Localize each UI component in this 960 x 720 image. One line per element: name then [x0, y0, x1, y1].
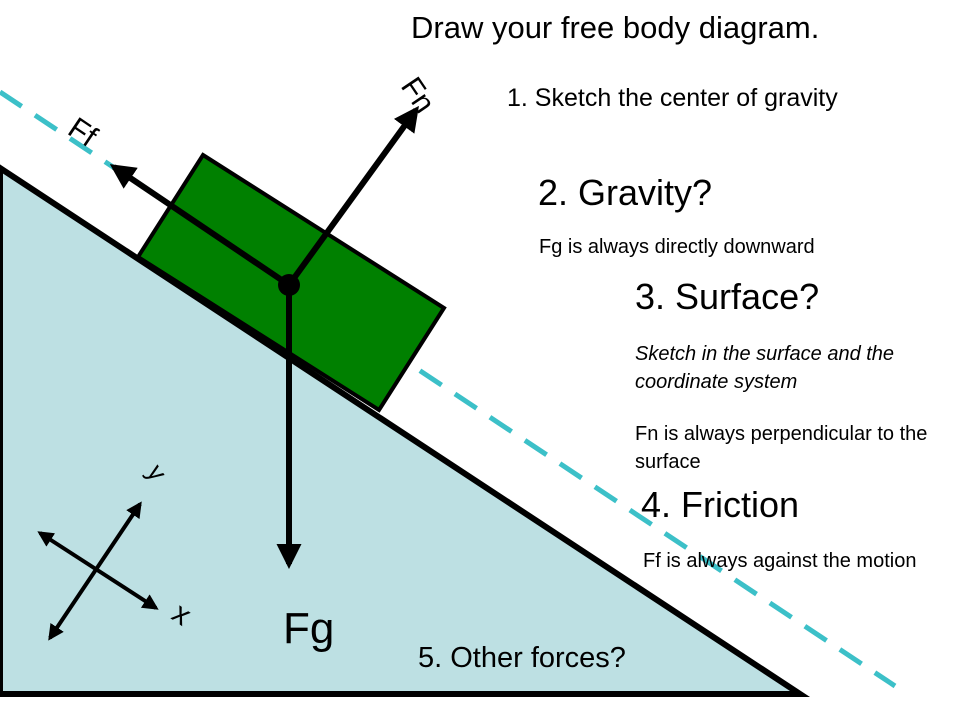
step-3-heading: 3. Surface? [635, 276, 820, 317]
fn-label: Fn [394, 71, 441, 118]
fg-label: Fg [283, 604, 335, 653]
step-2-note: Fg is always directly downward [539, 236, 815, 258]
center-of-gravity-dot [278, 274, 300, 296]
page-title: Draw your free body diagram. [411, 10, 820, 45]
ff-label: Ff [62, 111, 103, 154]
x-axis-arrow [37, 531, 159, 610]
incline-wedge [0, 164, 811, 697]
step-5-text: 5. Other forces? [418, 642, 626, 674]
step-1-text: 1. Sketch the center of gravity [507, 84, 838, 112]
step-3-note: Fn is always perpendicular to the surfac… [635, 423, 928, 473]
step-2-heading: 2. Gravity? [538, 172, 713, 213]
normal-force-arrow [286, 105, 419, 287]
friction-arrow [109, 164, 291, 288]
step-4-note: Ff is always against the motion [643, 550, 917, 572]
step-4-heading: 4. Friction [641, 484, 800, 525]
step-3-italic-note: Sketch in the surface and the coordinate… [635, 343, 895, 393]
